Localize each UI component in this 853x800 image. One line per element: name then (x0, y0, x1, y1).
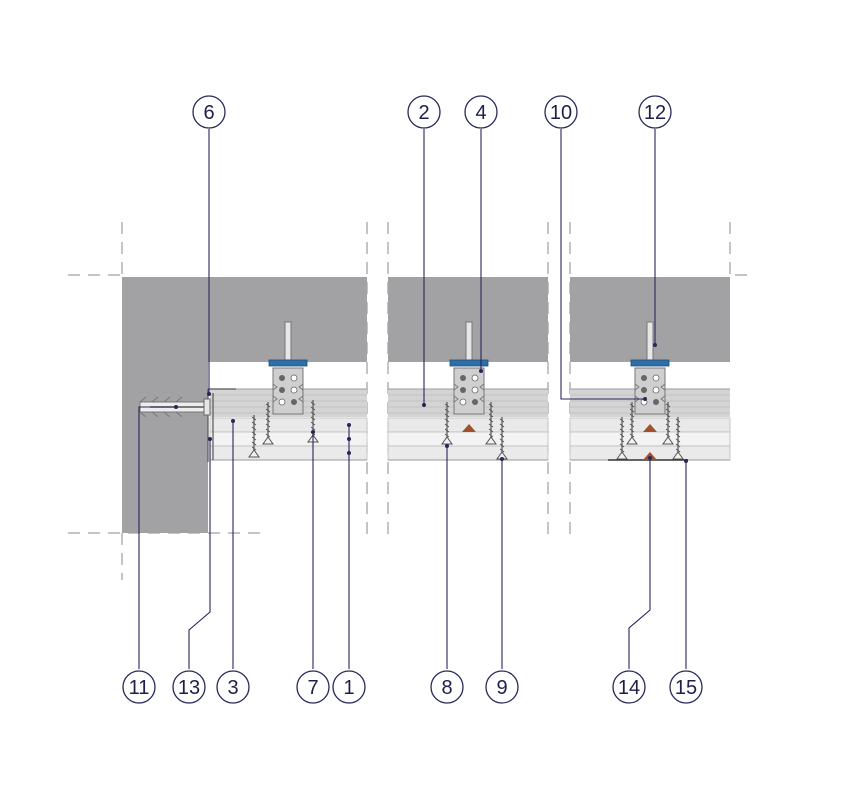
callout-3-bubble (216, 670, 250, 704)
reference-lines (68, 222, 755, 580)
callout-6-bubble (192, 95, 226, 129)
callout-labels: 6 2 4 10 12 11 13 3 7 1 8 9 14 15 (129, 102, 698, 699)
callout-bubbles (122, 95, 703, 704)
callout-14-bubble (612, 670, 646, 704)
callout-8-label: 8 (441, 677, 452, 699)
callout-2-label: 2 (418, 102, 429, 124)
callout-14-label: 14 (618, 677, 640, 699)
leader-lines (138, 129, 687, 669)
callout-15-label: 15 (675, 677, 697, 699)
callout-8-bubble (430, 670, 464, 704)
callout-9-bubble (485, 670, 519, 704)
leader-dots (174, 343, 688, 463)
callout-11-label: 11 (129, 677, 150, 699)
callout-2-bubble (407, 95, 441, 129)
board-layers (207, 388, 731, 462)
callout-9-label: 9 (496, 677, 507, 699)
callout-1-bubble (332, 670, 366, 704)
callout-13-label: 13 (178, 677, 200, 699)
callout-7-bubble (296, 670, 330, 704)
callout-3-label: 3 (227, 677, 238, 699)
callout-7-label: 7 (307, 677, 318, 699)
concrete-slab (122, 277, 730, 533)
callout-13-bubble (172, 670, 206, 704)
callout-11-bubble (122, 670, 156, 704)
callout-10-bubble (544, 95, 578, 129)
callout-6-label: 6 (203, 102, 214, 124)
callout-10-label: 10 (550, 102, 572, 124)
callout-4-bubble (464, 95, 498, 129)
callout-12-label: 12 (644, 102, 666, 124)
callout-15-bubble (669, 670, 703, 704)
callout-1-label: 1 (343, 677, 354, 699)
callout-4-label: 4 (475, 102, 486, 124)
callout-12-bubble (638, 95, 672, 129)
